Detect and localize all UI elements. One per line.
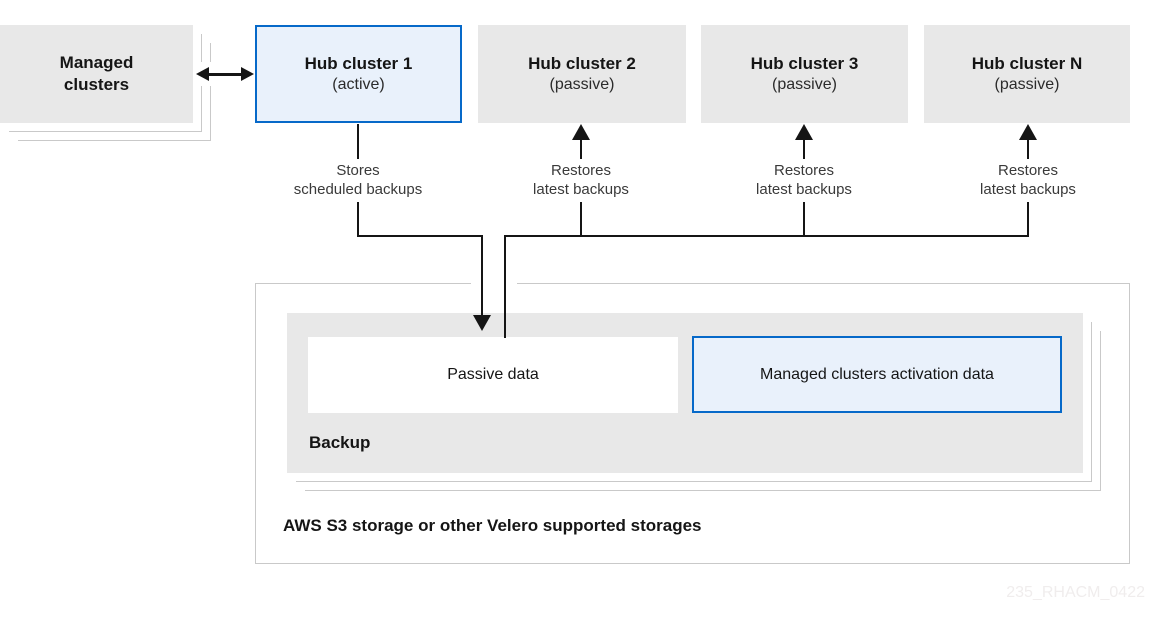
restore-flow-label-2: Restores latest backups <box>533 162 629 198</box>
storage-title: AWS S3 storage or other Velero supported… <box>283 516 702 535</box>
store-line-stub-bottom <box>357 202 359 236</box>
hub-cluster-3-box: Hub cluster 3 (passive) <box>701 25 908 123</box>
activation-data-box: Managed clusters activation data <box>692 336 1062 413</box>
restore-line-riser <box>504 235 506 338</box>
backup-stack-back <box>305 331 1101 491</box>
restore-line-collector <box>504 235 1029 237</box>
restore-line-n-stub-top <box>1027 139 1029 159</box>
restore-line-2-stub-bottom <box>580 202 582 236</box>
backup-label: Backup <box>309 433 371 452</box>
hub-cluster-1-box: Hub cluster 1 (active) <box>255 25 462 123</box>
hub-cluster-n-name: Hub cluster N <box>971 54 1083 73</box>
restore-arrow-up-3 <box>795 124 813 140</box>
storage-border-gap <box>471 281 517 286</box>
bidirectional-arrow-right-head <box>241 67 254 81</box>
hub-cluster-3-name: Hub cluster 3 <box>750 54 859 73</box>
restore-arrow-up-n <box>1019 124 1037 140</box>
restore-line-3-stub-top <box>803 139 805 159</box>
passive-data-label: Passive data <box>447 366 539 383</box>
watermark: 235_RHACM_0422 <box>1006 584 1145 601</box>
hub-cluster-2-state: (passive) <box>549 76 615 93</box>
hub-cluster-n-box: Hub cluster N (passive) <box>924 25 1130 123</box>
restore-line-2-stub-top <box>580 139 582 159</box>
bidirectional-arrow-left-head <box>196 67 209 81</box>
restore-arrow-up-2 <box>572 124 590 140</box>
passive-data-box: Passive data <box>308 337 678 413</box>
hub-cluster-2-box: Hub cluster 2 (passive) <box>478 25 686 123</box>
store-line-drop <box>481 235 483 316</box>
managed-clusters-box: Managed clusters <box>0 25 193 123</box>
store-line-stub-top <box>357 124 359 159</box>
store-line-horizontal <box>357 235 483 237</box>
restore-line-n-stub-bottom <box>1027 202 1029 236</box>
restore-flow-label-3: Restores latest backups <box>756 162 852 198</box>
hub-cluster-n-state: (passive) <box>994 76 1060 93</box>
restore-flow-label-n: Restores latest backups <box>980 162 1076 198</box>
managed-clusters-stack-back <box>18 43 211 141</box>
bidirectional-arrow-shaft <box>206 72 244 76</box>
hub-cluster-1-state: (active) <box>332 76 385 93</box>
store-flow-label: Stores scheduled backups <box>293 162 423 198</box>
backup-stack-mid <box>296 322 1092 482</box>
managed-clusters-label: Managed clusters <box>59 53 134 94</box>
store-arrow-down <box>473 315 491 331</box>
restore-line-3-stub-bottom <box>803 202 805 236</box>
activation-data-label: Managed clusters activation data <box>760 365 994 383</box>
hub-cluster-1-name: Hub cluster 1 <box>304 54 413 73</box>
hub-cluster-2-name: Hub cluster 2 <box>528 54 636 73</box>
hub-cluster-3-state: (passive) <box>772 76 837 93</box>
